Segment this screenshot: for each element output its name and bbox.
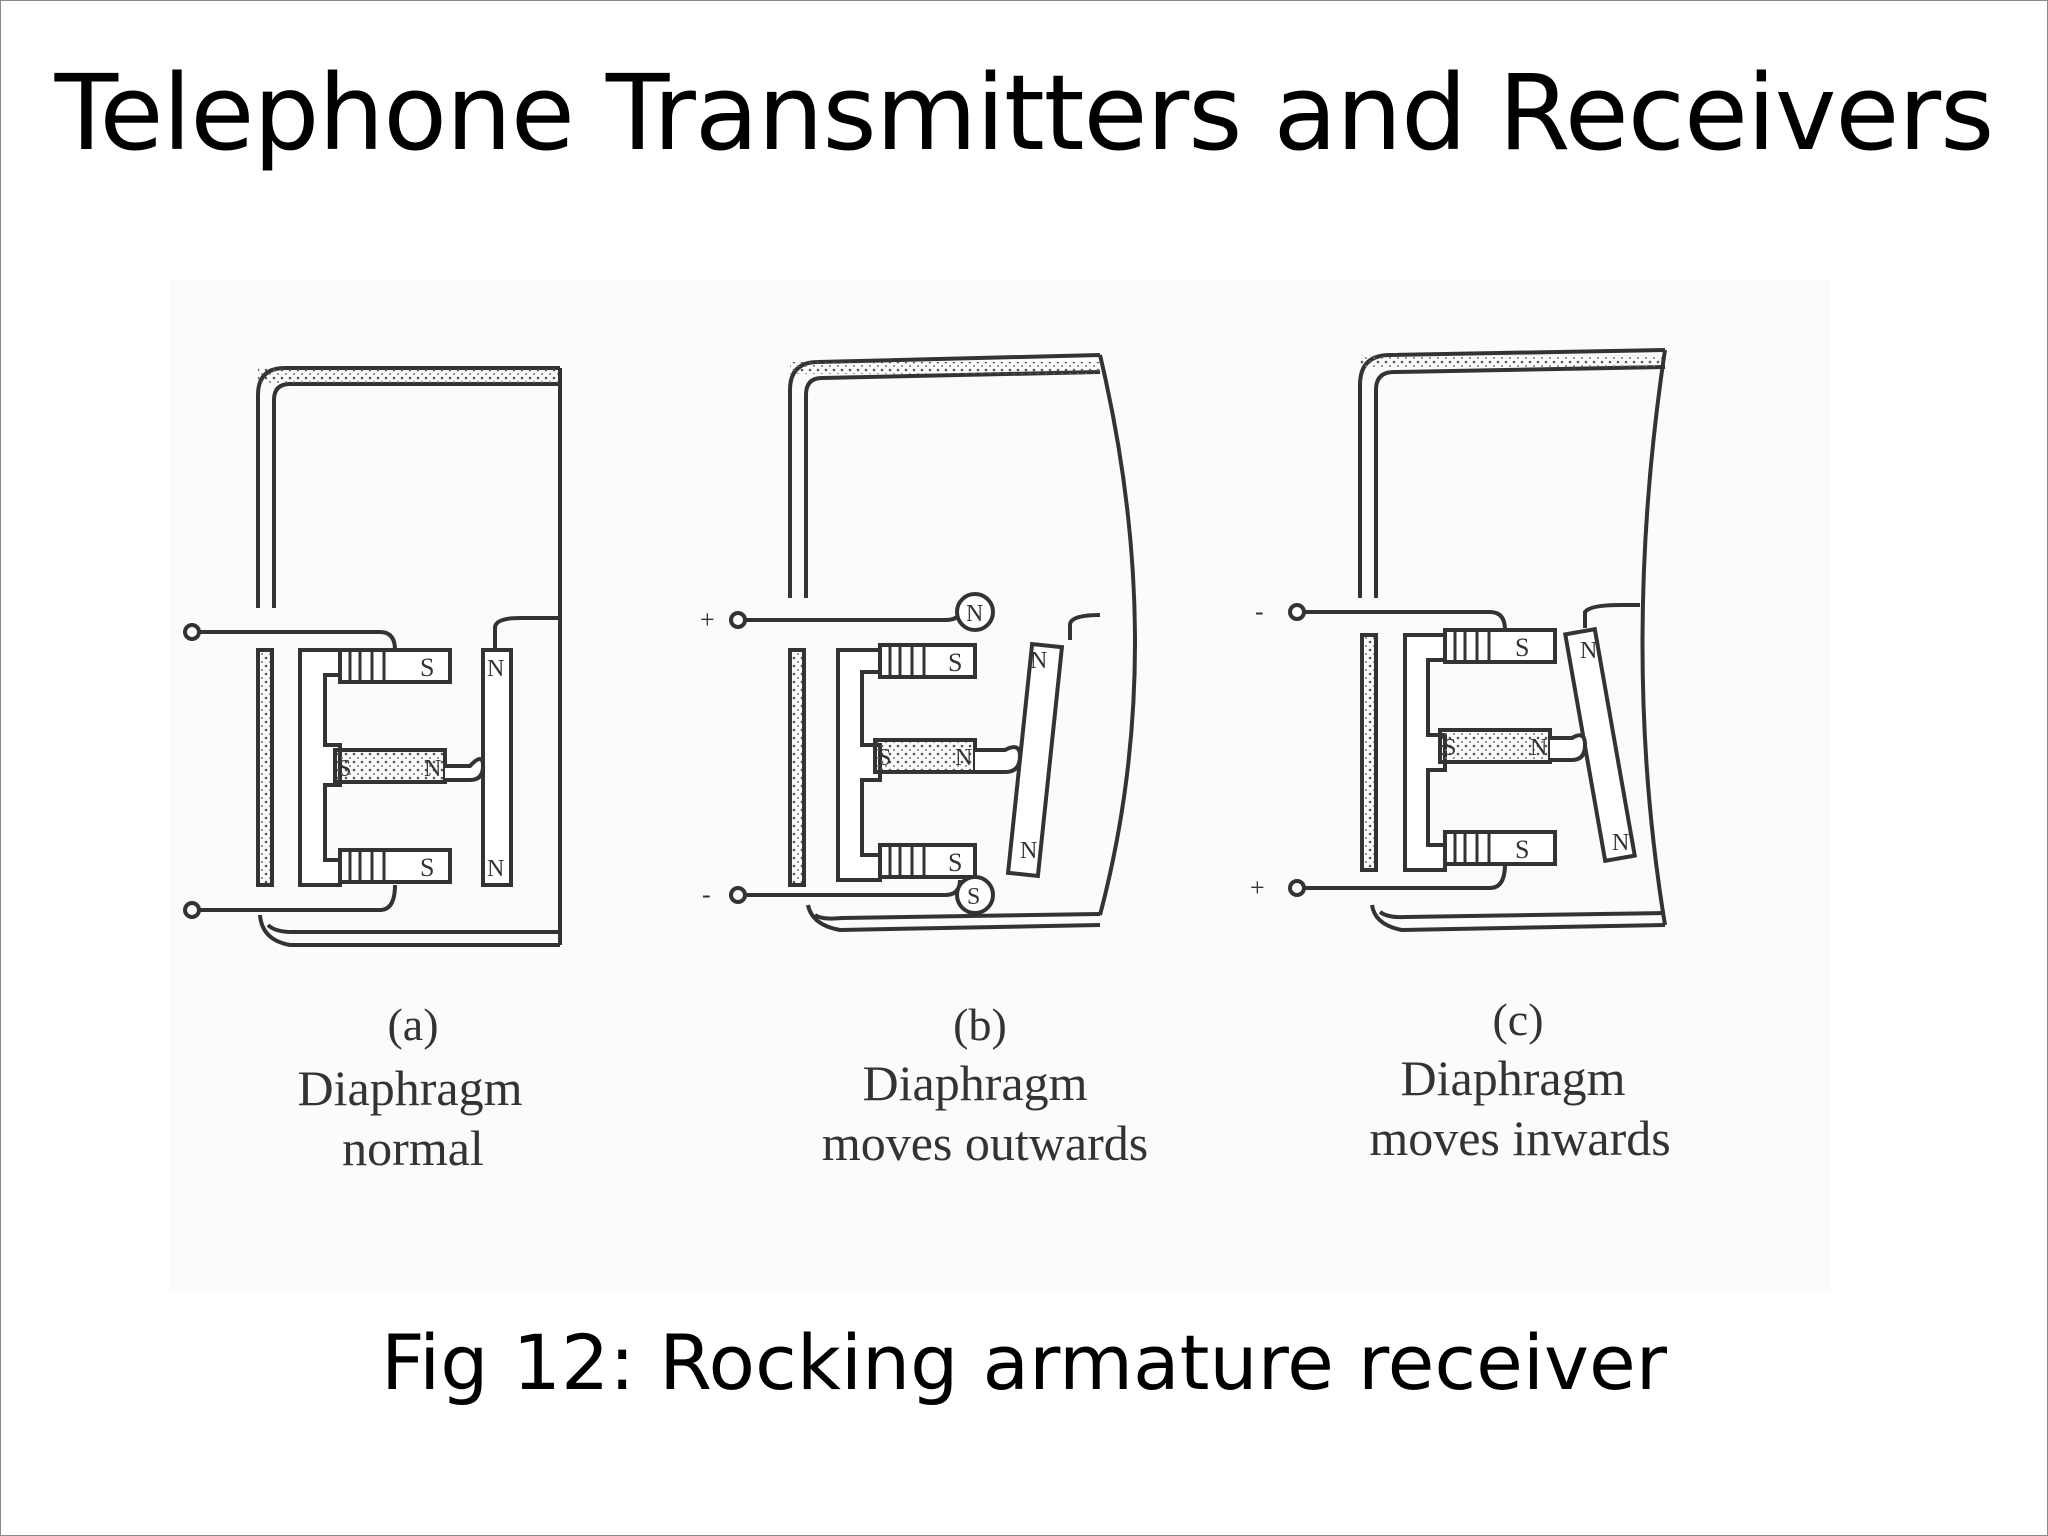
armature-bottom-label-b: N (1020, 838, 1037, 864)
armature-top-label-c: N (1580, 638, 1597, 664)
armature-top-label-a: N (487, 656, 504, 682)
casing-c (1358, 348, 1666, 598)
pole-bottom-b (955, 875, 995, 915)
core-right-label-b: N (955, 745, 972, 771)
pole-top-label-b: N (966, 601, 983, 627)
wire-top-c (1300, 610, 1507, 631)
figure-background (170, 280, 1830, 1290)
panel-line2-c: moves inwards (1369, 1110, 1670, 1166)
plate-a (256, 648, 274, 887)
core-right-label-c: N (1530, 735, 1547, 761)
panel-letter-a: (a) (387, 999, 438, 1050)
pole-top-b (955, 592, 995, 632)
panel-line1-c: Diaphragm (1401, 1050, 1626, 1106)
coil-bottom-label-c: S (1515, 835, 1529, 864)
core-right-label-a: N (424, 756, 441, 782)
coil-top-label-a: S (420, 653, 434, 682)
terminal-top-label-b: + (700, 605, 715, 634)
panel-line1-a: Diaphragm (298, 1060, 523, 1116)
terminal-top-label-c: - (1255, 597, 1264, 626)
plate-b (788, 648, 806, 887)
slide-title: Telephone Transmitters and Receivers (54, 52, 1995, 174)
terminal-top-b (729, 611, 747, 629)
casing-b (788, 353, 1101, 598)
panel-c (1288, 348, 1667, 933)
panel-line1-b: Diaphragm (863, 1055, 1088, 1111)
terminal-bottom-b (729, 886, 747, 904)
diaphragm-c (1640, 349, 1667, 926)
wire-top-a (195, 630, 397, 651)
terminal-bottom-a (183, 901, 201, 919)
panel-a (183, 366, 562, 947)
terminal-top-a (183, 623, 201, 641)
coil-top-label-c: S (1515, 633, 1529, 662)
armature-bottom-label-a: N (487, 856, 504, 882)
plate-c (1360, 633, 1378, 872)
core-left-label-b: S (878, 745, 891, 771)
panel-line2-a: normal (342, 1120, 484, 1176)
terminal-bottom-label-c: + (1250, 873, 1265, 902)
coil-top-label-b: S (948, 648, 962, 677)
armature-a (481, 648, 513, 887)
terminal-bottom-c (1288, 879, 1306, 897)
armature-bottom-label-c: N (1612, 830, 1629, 856)
wire-bottom-c (1300, 863, 1507, 890)
armature-top-label-b: N (1030, 648, 1047, 674)
terminal-top-c (1288, 603, 1306, 621)
casing-a (256, 366, 560, 608)
panel-letter-c: (c) (1492, 994, 1543, 1045)
terminal-bottom-label-b: - (702, 880, 711, 909)
coil-bottom-label-a: S (420, 853, 434, 882)
wire-bottom-a (195, 884, 397, 912)
coil-bottom-label-b: S (948, 848, 962, 877)
diaphragm-b (1098, 354, 1137, 916)
core-left-label-c: S (1443, 735, 1456, 761)
panel-b (729, 353, 1137, 933)
panel-letter-b: (b) (953, 999, 1007, 1050)
figure-caption: Fig 12: Rocking armature receiver (380, 1318, 1668, 1407)
wire-top-b (740, 609, 962, 622)
pole-bottom-label-b: S (967, 884, 980, 910)
panel-line2-b: moves outwards (822, 1115, 1148, 1171)
core-left-label-a: S (338, 756, 351, 782)
wire-bottom-b (740, 879, 962, 897)
